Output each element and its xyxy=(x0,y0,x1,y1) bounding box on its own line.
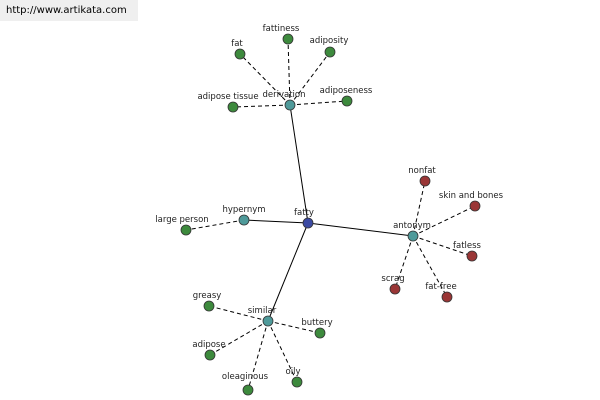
relation-label-hypernym[interactable]: hypernym xyxy=(222,205,265,215)
term-node-fatless[interactable] xyxy=(466,250,478,262)
term-node-adipose[interactable] xyxy=(204,349,216,361)
term-label-adipose[interactable]: adipose xyxy=(192,340,225,350)
edge-fatty-hypernym xyxy=(243,219,309,224)
term-label-buttery[interactable]: buttery xyxy=(301,318,332,328)
edge-antonym-skin-and-bones xyxy=(412,205,476,237)
term-node-large-person[interactable] xyxy=(180,224,192,236)
term-label-adiposeness[interactable]: adiposeness xyxy=(320,86,373,96)
term-node-nonfat[interactable] xyxy=(419,175,431,187)
term-label-large-person[interactable]: large person xyxy=(155,215,208,225)
edge-antonym-scrag xyxy=(394,235,414,290)
term-label-skin-and-bones[interactable]: skin and bones xyxy=(439,191,504,201)
term-label-fattiness[interactable]: fattiness xyxy=(263,24,300,34)
term-label-greasy[interactable]: greasy xyxy=(193,291,222,301)
graph-labels: fatty derivation antonym hypernym similar fat… xyxy=(155,24,503,382)
edge-similar-adipose xyxy=(209,320,269,356)
term-node-oleaginous[interactable] xyxy=(242,384,254,396)
term-node-buttery[interactable] xyxy=(314,327,326,339)
term-node-adipose-tissue[interactable] xyxy=(227,101,239,113)
term-label-fatless[interactable]: fatless xyxy=(453,241,482,251)
term-node-skin-and-bones[interactable] xyxy=(469,200,481,212)
relation-label-similar[interactable]: similar xyxy=(248,306,277,316)
term-label-oily[interactable]: oily xyxy=(286,367,301,377)
edge-antonym-fat-free xyxy=(412,235,448,298)
relation-node-similar[interactable] xyxy=(262,315,274,327)
edge-fatty-similar xyxy=(267,222,309,322)
term-node-scrag[interactable] xyxy=(389,283,401,295)
relation-label-derivation[interactable]: derivation xyxy=(262,90,305,100)
edge-hypernym-large-person xyxy=(185,219,245,231)
term-label-scrag[interactable]: scrag xyxy=(381,274,404,284)
relation-node-hypernym[interactable] xyxy=(238,214,250,226)
relation-node-antonym[interactable] xyxy=(407,230,419,242)
term-label-adipose-tissue[interactable]: adipose tissue xyxy=(197,92,258,102)
term-label-adiposity[interactable]: adiposity xyxy=(310,36,349,46)
edge-antonym-nonfat xyxy=(412,180,426,237)
term-label-fat-free[interactable]: fat-free xyxy=(425,282,456,292)
term-node-fat-free[interactable] xyxy=(441,291,453,303)
center-node-fatty[interactable] xyxy=(302,217,314,229)
term-node-adiposity[interactable] xyxy=(324,46,336,58)
term-label-nonfat[interactable]: nonfat xyxy=(408,166,436,176)
edge-similar-greasy xyxy=(208,305,269,322)
term-label-fat[interactable]: fat xyxy=(231,39,243,49)
edge-fatty-antonym xyxy=(307,222,414,237)
edge-antonym-fatless xyxy=(412,235,473,257)
edge-similar-oily xyxy=(267,320,298,383)
term-node-oily[interactable] xyxy=(291,376,303,388)
edge-fatty-derivation xyxy=(289,104,309,224)
site-url-link[interactable]: http://www.artikata.com xyxy=(0,0,138,21)
term-node-adiposeness[interactable] xyxy=(341,95,353,107)
term-node-fattiness[interactable] xyxy=(282,33,294,45)
relation-label-antonym[interactable]: antonym xyxy=(393,221,431,231)
term-label-oleaginous[interactable]: oleaginous xyxy=(222,372,269,382)
graph-nodes xyxy=(180,33,481,396)
term-node-fat[interactable] xyxy=(234,48,246,60)
relation-node-derivation[interactable] xyxy=(284,99,296,111)
edge-similar-oleaginous xyxy=(247,320,269,391)
edge-derivation-fat xyxy=(239,53,291,106)
edge-similar-buttery xyxy=(267,320,321,334)
edge-derivation-adiposeness xyxy=(289,100,348,106)
term-node-greasy[interactable] xyxy=(203,300,215,312)
graph-edges xyxy=(185,38,476,391)
edge-derivation-adipose-tissue xyxy=(232,104,291,108)
center-label[interactable]: fatty xyxy=(294,208,314,218)
